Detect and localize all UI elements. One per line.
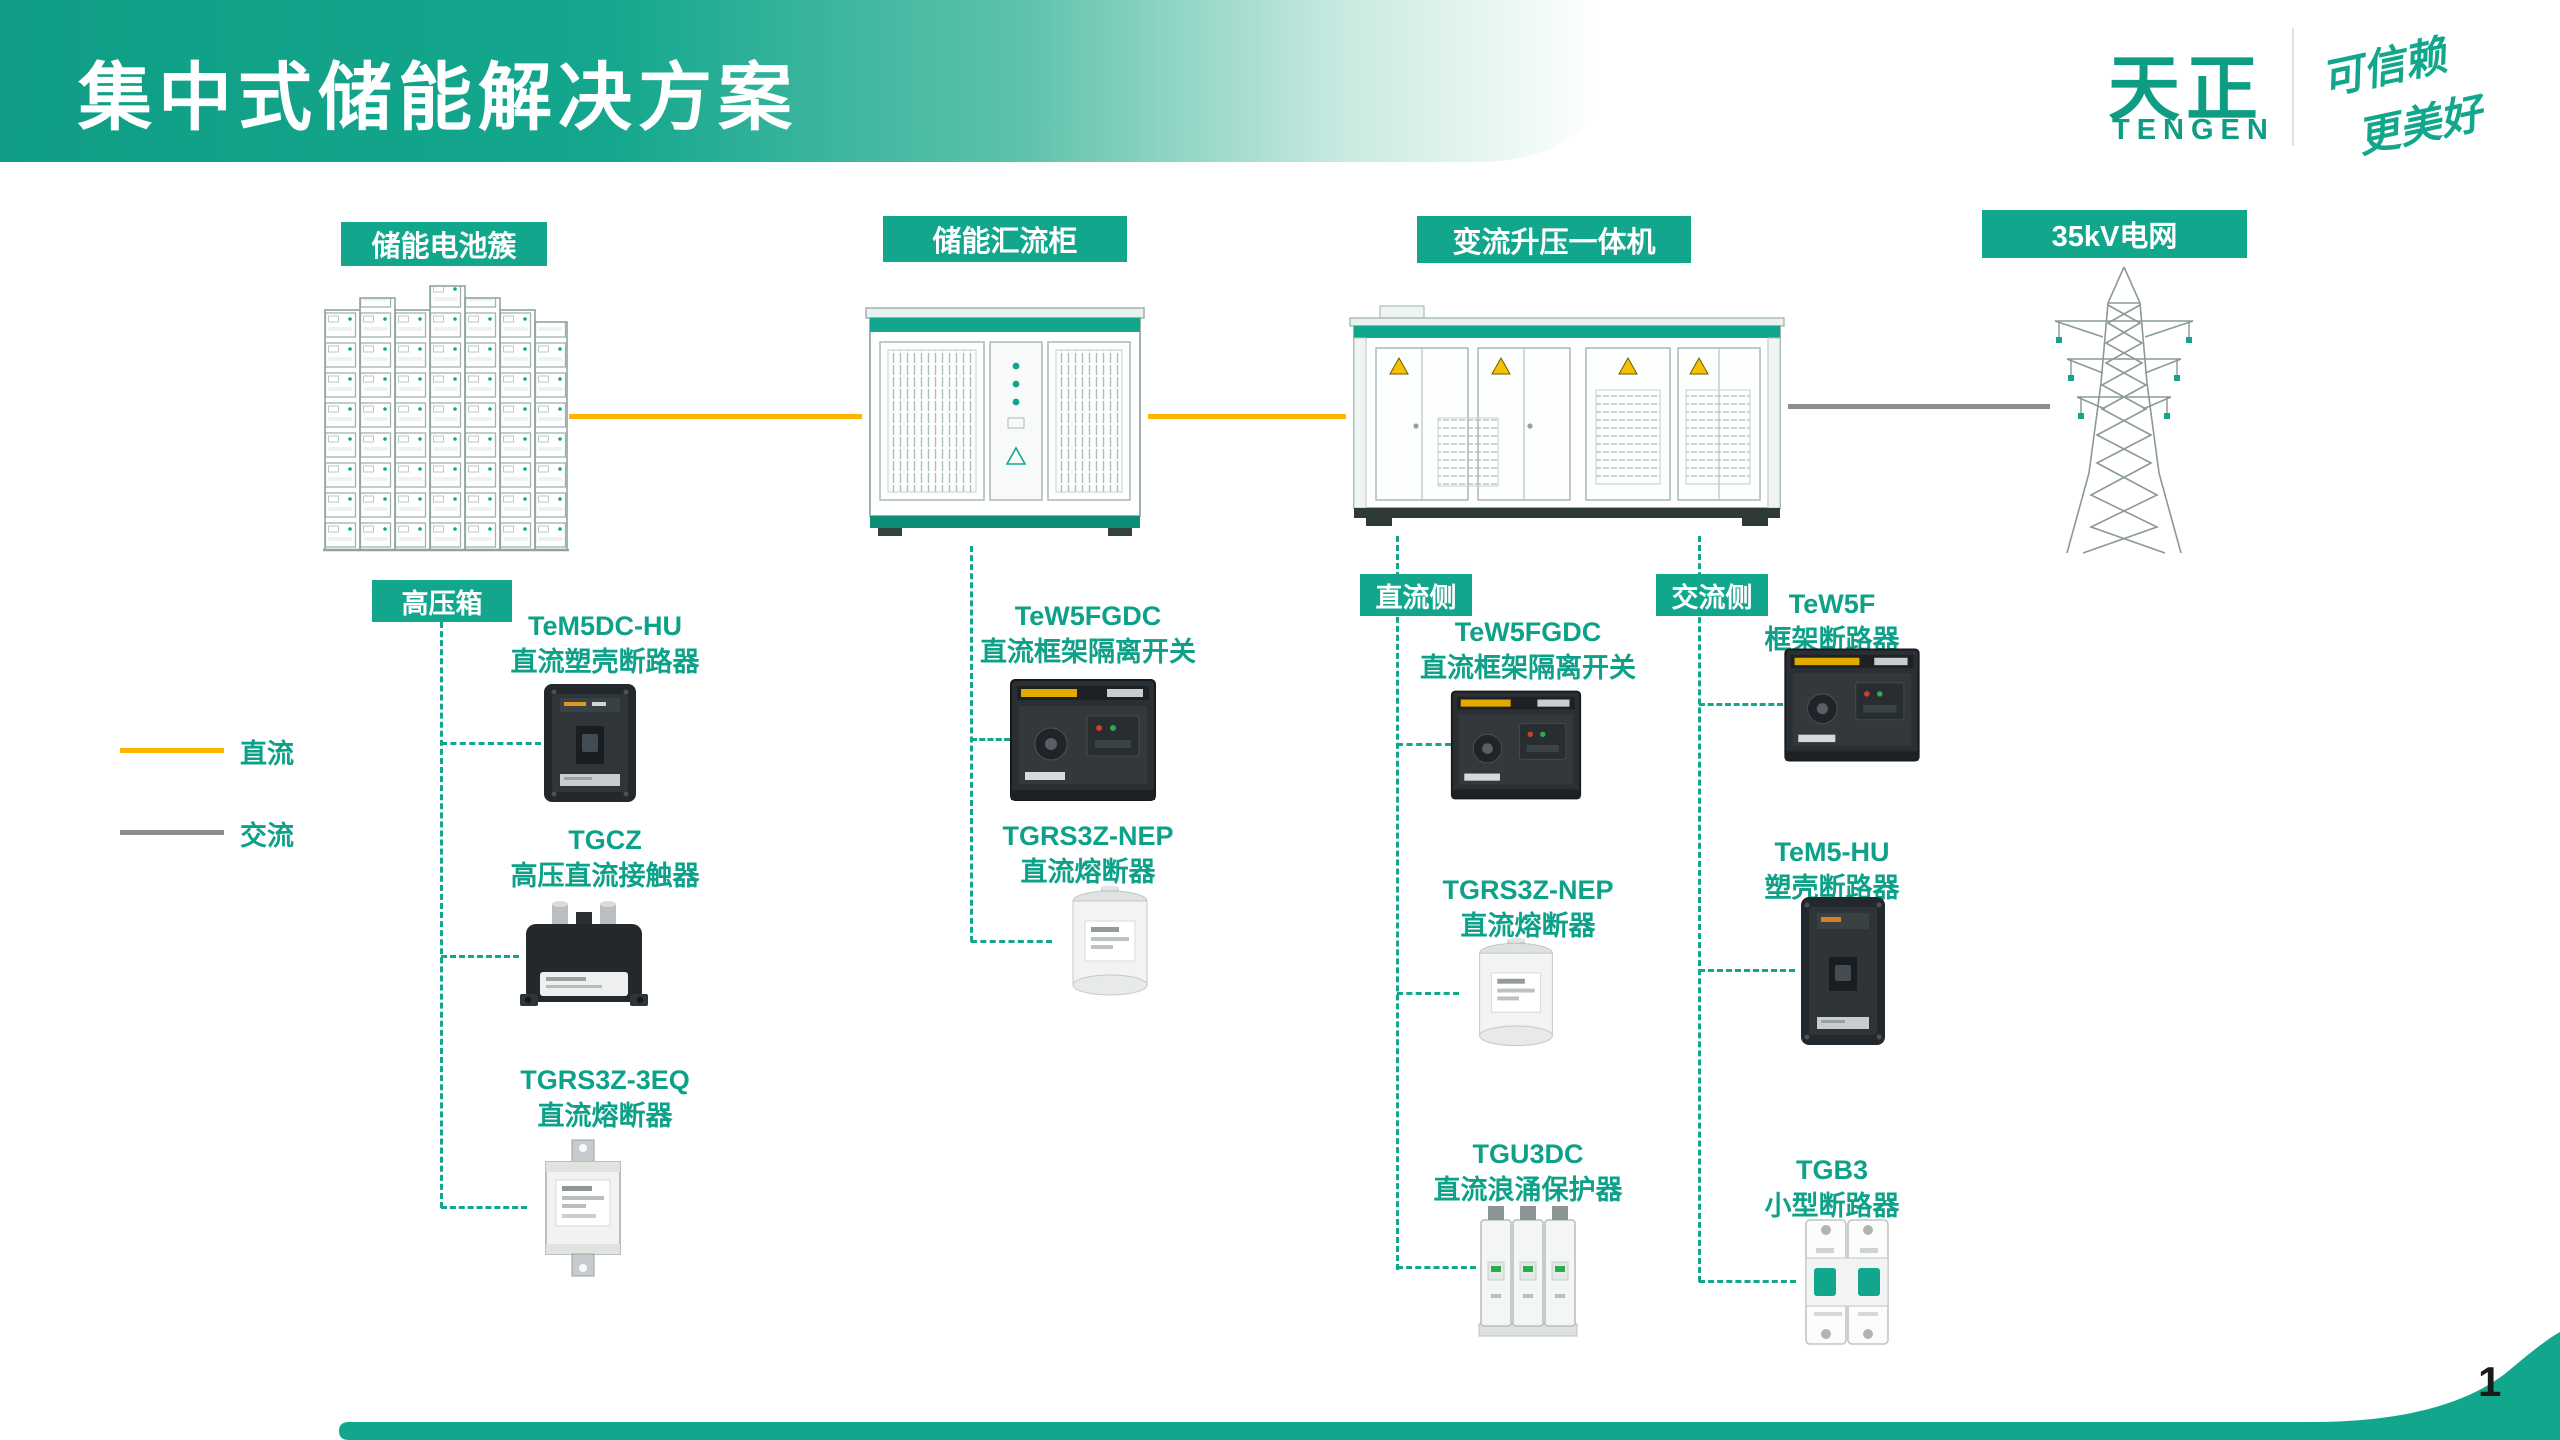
title-banner — [0, 0, 1600, 162]
connector-combiner-column — [970, 546, 973, 942]
legend-dc-label: 直流 — [240, 739, 294, 769]
component-model: TGB3 — [1795, 1155, 1868, 1185]
tag-ac-side: 交流侧 — [1656, 574, 1768, 616]
component-desc: 直流熔断器 — [1020, 857, 1156, 888]
connector-dc-side-column — [1396, 536, 1399, 1270]
component-desc: 直流框架隔离开关 — [1420, 653, 1636, 684]
tag-high-voltage-box: 高压箱 — [372, 580, 512, 622]
battery-cluster-illustration — [323, 280, 569, 561]
dc-flow-line-combiner-to-converter — [1148, 414, 1346, 419]
node-label-converter-booster: 变流升压一体机 — [1417, 216, 1691, 263]
connector-combiner-stub-2 — [971, 940, 1052, 943]
component-model: TGCZ — [568, 825, 642, 855]
connector-dc-stub-2 — [1397, 992, 1459, 995]
tem5-hu-image — [1795, 895, 1891, 1052]
connector-ac-stub-1 — [1699, 703, 1783, 706]
tem5dc-hu-image — [540, 682, 640, 809]
tew5fgdc-combiner-image — [1009, 672, 1157, 813]
component-model: TeW5FGDC — [1014, 601, 1162, 631]
component-model: TeW5F — [1788, 589, 1876, 619]
combiner-cabinet-illustration — [862, 292, 1148, 549]
tew5fgdc-dc-image — [1450, 680, 1582, 815]
connector-ac-stub-3 — [1699, 1280, 1796, 1283]
node-label-35kv-grid: 35kV电网 — [1982, 210, 2247, 258]
component-desc: 直流框架隔离开关 — [980, 637, 1196, 668]
component-desc: 直流塑壳断路器 — [510, 647, 700, 678]
ac-flow-line-converter-to-grid — [1788, 404, 2050, 409]
connector-battery-stub-3 — [441, 1206, 527, 1209]
footer-swoosh — [339, 1332, 2560, 1440]
component-model: TGU3DC — [1472, 1139, 1584, 1169]
connector-battery-stub-2 — [441, 955, 519, 958]
converter-booster-illustration — [1346, 296, 1788, 541]
component-tgrs3z-3eq: TGRS3Z-3EQ 直流熔断器 — [465, 1062, 745, 1135]
tgb3-image — [1796, 1212, 1898, 1357]
component-tem5dc-hu: TeM5DC-HU 直流塑壳断路器 — [465, 608, 745, 681]
legend-ac-line — [120, 830, 224, 835]
connector-ac-side-column — [1698, 536, 1701, 1282]
dc-flow-line-battery-to-combiner — [569, 414, 862, 419]
tew5f-image — [1783, 642, 1921, 773]
logo-brand-zh: 天正 — [2108, 50, 2265, 130]
connector-dc-stub-1 — [1397, 743, 1451, 746]
tgrs3z-3eq-image — [526, 1138, 640, 1283]
component-desc: 直流浪涌保护器 — [1433, 1175, 1623, 1206]
tgcz-image — [518, 898, 650, 1021]
connector-battery-column — [440, 622, 443, 1208]
tgu3dc-image — [1475, 1202, 1581, 1347]
component-tgb3: TGB3 小型断路器 — [1712, 1152, 1952, 1225]
node-label-combiner-cabinet: 储能汇流柜 — [883, 216, 1127, 262]
component-tew5fgdc-dc: TeW5FGDC 直流框架隔离开关 — [1388, 614, 1668, 687]
component-desc: 小型断路器 — [1764, 1191, 1900, 1222]
component-model: TeM5DC-HU — [528, 611, 682, 641]
grid-tower-illustration — [2045, 263, 2203, 560]
component-tgcz: TGCZ 高压直流接触器 — [465, 822, 745, 895]
legend-ac-label: 交流 — [240, 821, 294, 851]
logo-brand-en: TENGEN — [2112, 114, 2275, 146]
component-desc: 高压直流接触器 — [510, 861, 700, 892]
component-desc: 直流熔断器 — [1460, 911, 1596, 942]
tgrs3z-nep-dc-image — [1458, 933, 1574, 1060]
component-tgrs3z-nep-combiner: TGRS3Z-NEP 直流熔断器 — [948, 818, 1228, 891]
page-title: 集中式储能解决方案 — [78, 56, 798, 139]
component-model: TGRS3Z-NEP — [1002, 821, 1174, 851]
component-model: TeM5-HU — [1774, 837, 1890, 867]
component-model: TeW5FGDC — [1454, 617, 1602, 647]
tag-dc-side: 直流侧 — [1360, 574, 1472, 616]
node-label-battery-cluster: 储能电池簇 — [341, 222, 547, 266]
component-model: TGRS3Z-3EQ — [520, 1065, 690, 1095]
component-tgrs3z-nep-dc: TGRS3Z-NEP 直流熔断器 — [1388, 872, 1668, 945]
page-number: 1 — [2478, 1358, 2502, 1405]
component-desc: 直流熔断器 — [537, 1101, 673, 1132]
connector-battery-stub-1 — [441, 742, 541, 745]
connector-ac-stub-2 — [1699, 969, 1795, 972]
tgrs3z-nep-combiner-image — [1051, 885, 1169, 1005]
component-model: TGRS3Z-NEP — [1442, 875, 1614, 905]
component-tew5fgdc-combiner: TeW5FGDC 直流框架隔离开关 — [948, 598, 1228, 671]
connector-dc-stub-3 — [1397, 1266, 1476, 1269]
legend-dc-line — [120, 748, 224, 753]
component-tgu3dc: TGU3DC 直流浪涌保护器 — [1388, 1136, 1668, 1209]
logo-divider — [2292, 28, 2294, 146]
connector-combiner-stub-1 — [971, 738, 1010, 741]
